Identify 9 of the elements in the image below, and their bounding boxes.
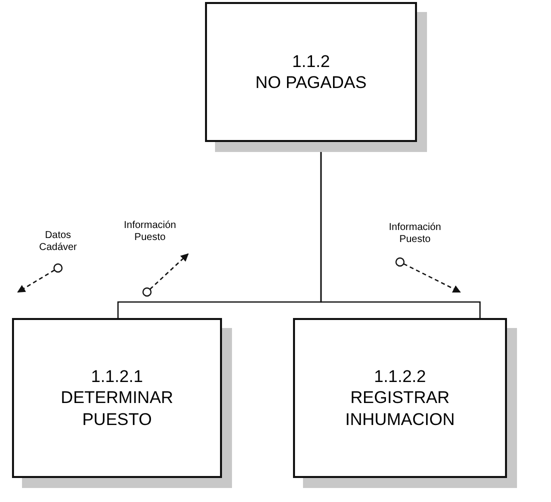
module-name: DETERMINAR PUESTO bbox=[60, 387, 174, 430]
module-name: NO PAGADAS bbox=[255, 72, 367, 94]
data-couple-label: Información Puesto bbox=[388, 222, 442, 246]
data-couple-label: Información Puesto bbox=[122, 220, 178, 244]
module-number: 1.1.2 bbox=[292, 50, 330, 72]
module-number: 1.1.2.1 bbox=[91, 366, 143, 388]
module-number: 1.1.2.2 bbox=[374, 366, 426, 388]
module-name: REGISTRAR INHUMACION bbox=[344, 387, 456, 430]
data-couple-label: Datos Cadáver bbox=[38, 230, 78, 254]
